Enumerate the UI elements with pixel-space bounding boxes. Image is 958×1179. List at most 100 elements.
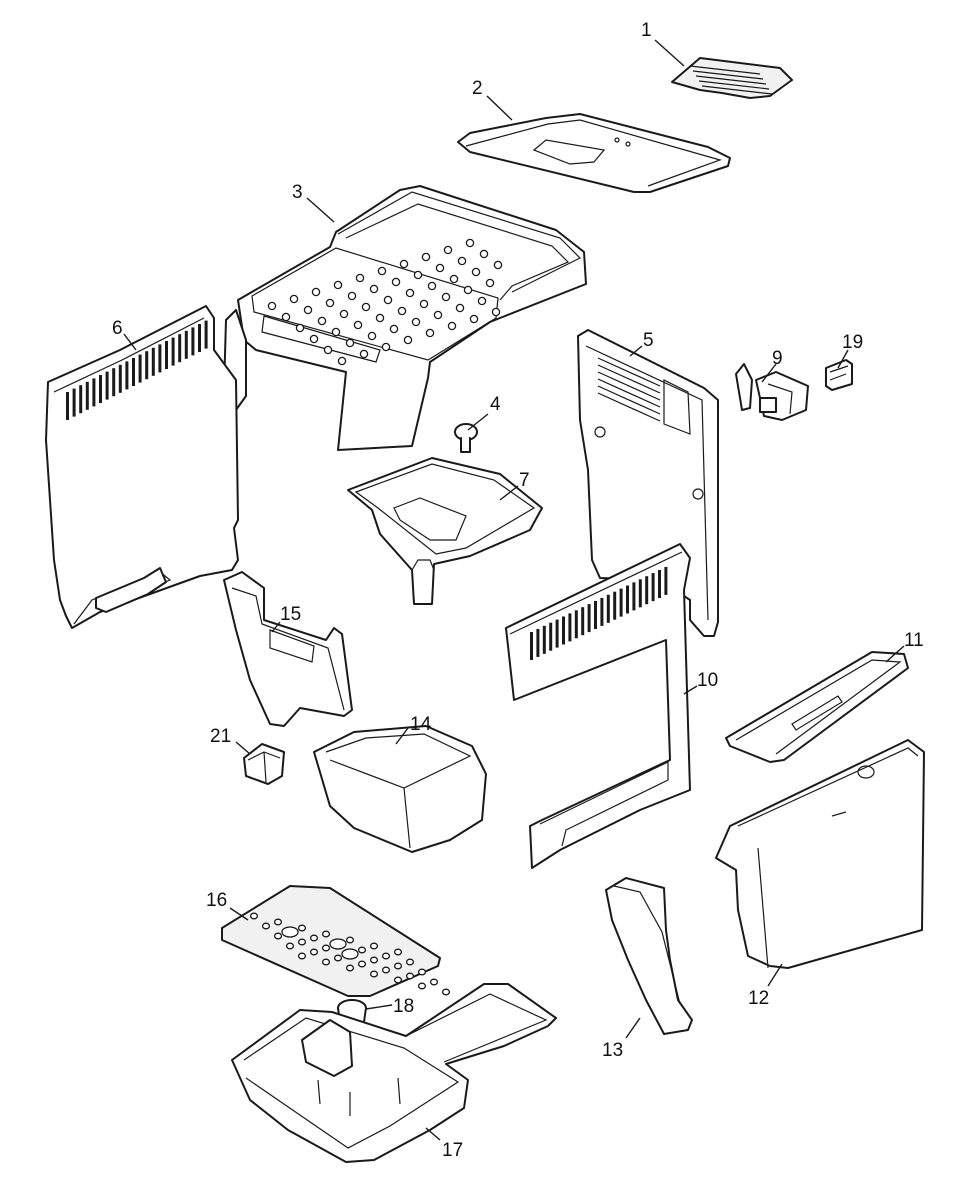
callout-1: 1	[641, 20, 652, 41]
drain-hole	[273, 932, 283, 940]
vent-hole	[491, 307, 501, 317]
vent-hole	[443, 245, 453, 255]
vent-slot	[530, 632, 533, 660]
drain-hole	[297, 952, 307, 960]
vent-slot	[66, 392, 69, 420]
vent-hole	[435, 263, 445, 273]
vent-slot	[145, 351, 149, 380]
callout-14: 14	[410, 714, 432, 735]
vent-hole	[421, 252, 431, 262]
vent-hole	[383, 295, 393, 305]
leader-lines	[123, 39, 905, 1141]
vent-slot	[191, 327, 195, 356]
vent-hole	[311, 287, 321, 297]
callout-12: 12	[748, 988, 769, 1009]
callout-3: 3	[292, 182, 303, 203]
drain-hole	[393, 976, 403, 984]
vent-slot	[151, 347, 155, 376]
drain-hole	[329, 938, 347, 950]
drain-hole	[357, 946, 367, 954]
vent-slot	[664, 566, 668, 595]
vent-hole	[425, 328, 435, 338]
vent-slot	[138, 354, 142, 383]
grill-slot	[689, 65, 761, 75]
vent-hole	[479, 249, 489, 259]
vent-hole	[447, 321, 457, 331]
callout-4: 4	[490, 394, 501, 415]
drain-hole	[333, 954, 343, 962]
vent-hole	[295, 323, 305, 333]
vent-slot	[574, 610, 578, 639]
vent-slot	[85, 381, 89, 410]
vent-hole	[359, 349, 369, 359]
vent-slot	[555, 619, 559, 648]
vent-hole	[399, 259, 409, 269]
vent-slot	[79, 385, 83, 414]
vent-hole	[289, 294, 299, 304]
drain-hole	[441, 988, 451, 996]
drain-hole	[309, 934, 319, 942]
vent-hole	[317, 316, 327, 326]
drain-hole	[273, 918, 283, 926]
vent-hole	[441, 292, 451, 302]
vent-slot	[626, 585, 629, 614]
drain-hole	[249, 912, 259, 920]
drain-hole	[393, 948, 403, 956]
callout-16: 16	[206, 890, 227, 911]
part-12-water-tank	[715, 739, 925, 969]
drain-hole	[345, 964, 355, 972]
vent-slot	[645, 576, 649, 605]
vent-hole	[333, 280, 343, 290]
part-11-tank-lid	[725, 651, 909, 763]
vent-hole	[381, 342, 391, 352]
vent-hole	[457, 256, 467, 266]
vent-hole	[477, 296, 487, 306]
part-1-cup-grill	[671, 57, 793, 99]
part-10-front-panel	[505, 543, 691, 869]
vent-hole	[463, 285, 473, 295]
vent-hole	[267, 301, 277, 311]
drain-hole	[405, 958, 415, 966]
vent-hole	[375, 313, 385, 323]
vent-slot	[204, 320, 208, 349]
vent-hole	[411, 317, 421, 327]
vent-hole	[325, 298, 335, 308]
callout-18: 18	[393, 996, 414, 1017]
part-19-connector	[825, 359, 853, 391]
callout-19: 19	[842, 332, 863, 353]
vent-hole	[281, 312, 291, 322]
drain-hole	[297, 924, 307, 932]
vent-hole	[413, 270, 423, 280]
vent-slot	[171, 337, 175, 366]
callout-17: 17	[442, 1140, 463, 1161]
part-15-inner-frame	[223, 571, 353, 727]
callout-15: 15	[280, 604, 301, 625]
drain-hole	[381, 966, 391, 974]
vent-hole	[303, 305, 313, 315]
part-9-switch-assembly	[735, 363, 809, 421]
vent-slot	[198, 324, 201, 352]
drain-hole	[261, 922, 271, 930]
vent-hole	[397, 306, 407, 316]
drain-hole	[345, 936, 355, 944]
part-3-top-frame	[223, 185, 587, 451]
drain-hole	[357, 960, 367, 968]
vent-slot	[597, 385, 661, 415]
vent-hole	[403, 335, 413, 345]
vent-hole	[337, 356, 347, 366]
grill-slot	[698, 80, 770, 90]
vent-slot	[597, 371, 661, 401]
vent-hole	[485, 278, 495, 288]
drain-hole	[417, 968, 427, 976]
vent-hole	[355, 273, 365, 283]
vent-slot	[112, 368, 116, 397]
drain-hole	[309, 948, 319, 956]
drain-hole	[285, 942, 295, 950]
vent-slot	[568, 613, 572, 642]
drain-hole	[369, 956, 379, 964]
drain-hole	[369, 970, 379, 978]
vent-slot	[184, 330, 188, 359]
vent-slot	[72, 388, 76, 417]
vent-slot	[613, 591, 617, 620]
vent-hole	[345, 338, 355, 348]
